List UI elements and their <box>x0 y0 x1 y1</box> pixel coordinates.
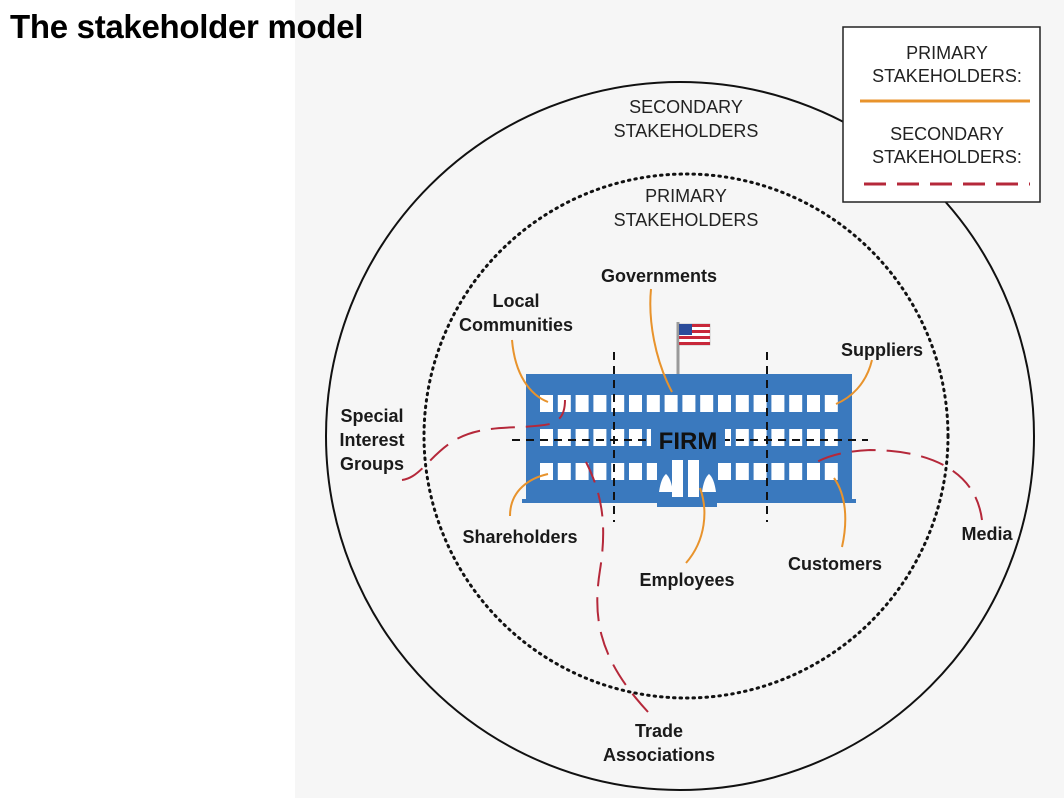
legend-primary-label-line2: STAKEHOLDERS: <box>872 66 1022 86</box>
building-window <box>824 395 838 412</box>
primary-stakeholder-suppliers-label: Suppliers <box>841 340 923 360</box>
flag-icon <box>676 322 711 374</box>
primary-stakeholder-local-communities-label: Communities <box>459 315 573 335</box>
connector-employees <box>685 487 706 564</box>
secondary-stakeholder-trade-associations-label: Associations <box>603 745 715 765</box>
building-window <box>646 395 660 412</box>
building-window <box>664 395 678 412</box>
building-window <box>557 463 571 480</box>
secondary-stakeholder-media-label: Media <box>961 524 1013 544</box>
building-window <box>629 395 642 412</box>
connector-suppliers <box>835 359 873 405</box>
legend-primary-label-line1: PRIMARY <box>906 43 988 63</box>
building-window <box>575 463 589 480</box>
building-window <box>540 395 553 412</box>
firm-building <box>522 374 856 507</box>
building-window <box>771 395 785 412</box>
building-window <box>807 429 820 446</box>
connector-trade-associations <box>585 461 649 713</box>
primary-stakeholder-governments-label: Governments <box>601 266 717 286</box>
building-window <box>629 463 642 480</box>
connector-media <box>809 448 983 521</box>
building-window <box>540 429 553 446</box>
building-window <box>575 429 589 446</box>
building-window <box>718 463 731 480</box>
building-window <box>789 395 803 412</box>
building-window <box>593 395 607 412</box>
legend: PRIMARY STAKEHOLDERS: SECONDARY STAKEHOL… <box>842 26 1041 203</box>
building-window <box>824 429 838 446</box>
building-window <box>753 429 767 446</box>
page-title: The stakeholder model <box>10 8 364 45</box>
building-window <box>735 429 749 446</box>
connector-shareholders <box>509 473 549 517</box>
primary-ring <box>422 172 950 700</box>
building-window <box>789 463 803 480</box>
building-window <box>540 463 553 480</box>
building-window <box>557 429 571 446</box>
legend-secondary-label-line2: STAKEHOLDERS: <box>872 147 1022 167</box>
firm-label-background <box>651 427 725 453</box>
building-window <box>735 463 749 480</box>
building-window <box>700 395 714 412</box>
connector-governments <box>649 288 673 393</box>
building-window <box>753 395 767 412</box>
building-window <box>771 429 785 446</box>
building-window <box>718 395 731 412</box>
connector-special-interest-groups <box>401 399 566 481</box>
connector-local-communities <box>511 339 549 403</box>
secondary-ring-label-line2: STAKEHOLDERS <box>614 121 759 141</box>
primary-stakeholder-employees-label: Employees <box>639 570 734 590</box>
secondary-stakeholder-trade-associations-label: Trade <box>635 721 683 741</box>
secondary-stakeholder-special-interest-groups-label: Special <box>340 406 403 426</box>
building-window <box>593 429 607 446</box>
secondary-stakeholder-special-interest-groups-label: Interest <box>339 430 404 450</box>
building-window <box>735 395 749 412</box>
building-window <box>824 463 838 480</box>
secondary-ring-label-line1: SECONDARY <box>629 97 743 117</box>
building-window <box>771 463 785 480</box>
connector-customers <box>833 477 847 548</box>
primary-ring-label-line1: PRIMARY <box>645 186 727 206</box>
building-window <box>593 463 607 480</box>
building-window <box>646 463 660 480</box>
building-window <box>682 395 696 412</box>
building-window <box>575 395 589 412</box>
legend-secondary-label-line1: SECONDARY <box>890 124 1004 144</box>
building-window <box>789 429 803 446</box>
firm-label: FIRM <box>659 428 718 455</box>
building-window <box>807 395 820 412</box>
building-window <box>629 429 642 446</box>
building-window <box>753 463 767 480</box>
primary-stakeholder-shareholders-label: Shareholders <box>462 527 577 547</box>
secondary-ring <box>325 81 1035 791</box>
building-window <box>807 463 820 480</box>
building-guide-lines <box>512 352 868 522</box>
primary-stakeholder-customers-label: Customers <box>788 554 882 574</box>
primary-ring-label-line2: STAKEHOLDERS <box>614 210 759 230</box>
primary-stakeholder-local-communities-label: Local <box>492 291 539 311</box>
secondary-stakeholder-special-interest-groups-label: Groups <box>340 454 404 474</box>
